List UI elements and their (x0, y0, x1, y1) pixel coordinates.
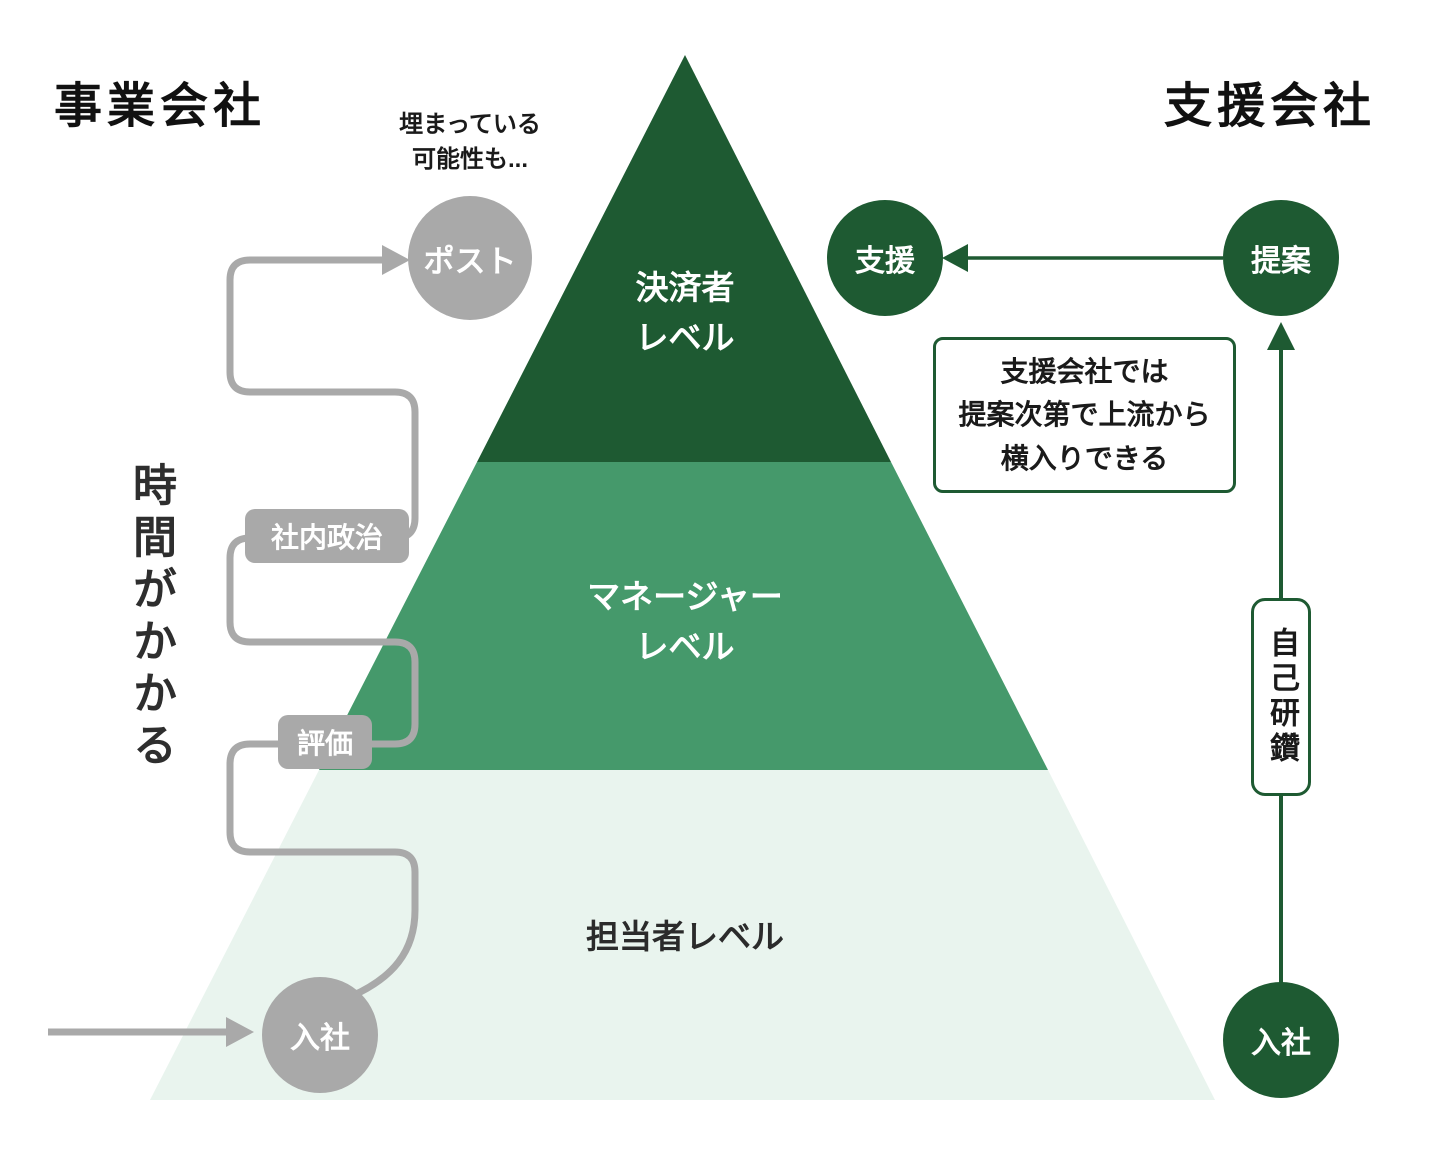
arrow-up-icon (1267, 322, 1295, 350)
join-circle-right: 入社 (1223, 982, 1339, 1098)
self-improvement-label: 自己研鑽 (1265, 627, 1298, 767)
support-circle: 支援 (827, 200, 943, 316)
pyramid-bottom-level (150, 770, 1215, 1100)
arrow-to-post-icon (382, 245, 410, 275)
pyramid-top-level (477, 55, 891, 462)
right-section-title: 支援会社 (1164, 80, 1377, 133)
post-note-line2: 可能性も... (411, 145, 528, 173)
support-info-line1: 支援会社では (1000, 355, 1169, 387)
entry-arrow-head-icon (226, 1017, 254, 1047)
post-circle: ポスト (408, 196, 532, 320)
pyramid-middle-level (319, 462, 1048, 770)
arrow-left-icon (942, 244, 968, 272)
pyramid-middle-label: マネージャー レベル (587, 578, 783, 665)
support-info-line2: 提案次第で上流から (958, 399, 1211, 431)
post-note: 埋まっている 可能性も... (346, 108, 594, 178)
join-circle-left: 入社 (262, 977, 378, 1093)
internal-politics-badge: 社内政治 (245, 509, 409, 563)
support-info-box: 支援会社では 提案次第で上流から 横入りできる (933, 337, 1236, 493)
proposal-circle: 提案 (1223, 200, 1339, 316)
evaluation-badge: 評価 (278, 715, 372, 769)
support-info-line3: 横入りできる (1000, 442, 1169, 474)
career-path-line (226, 256, 419, 1000)
post-note-line1: 埋まっている (399, 111, 541, 138)
self-improvement-box: 自己研鑽 (1251, 598, 1311, 796)
pyramid-bottom-label: 担当者レベル (586, 918, 784, 955)
left-section-title: 事業会社 (54, 80, 267, 133)
time-label: 時間がかかる (126, 462, 175, 774)
pyramid-top-label: 決済者 レベル (635, 269, 735, 356)
